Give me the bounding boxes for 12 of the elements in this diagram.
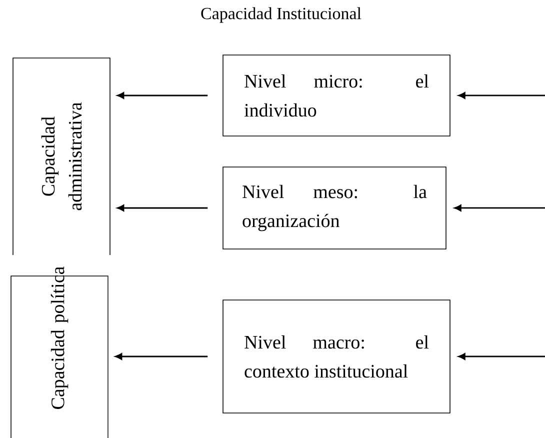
arrow — [114, 353, 208, 360]
title: Capacidad Institucional — [201, 7, 362, 23]
arrow — [116, 204, 208, 212]
capacity-box: Capacidad política — [10, 266, 108, 438]
capacity-box: Capacidad administrativa — [12, 58, 110, 256]
arrow — [454, 204, 545, 212]
arrow — [116, 92, 208, 99]
arrow — [458, 353, 545, 360]
level-box: Nivel micro: el individuo — [222, 54, 450, 136]
level-box: Nivel macro: el contexto institucional — [222, 300, 450, 414]
level-box: Nivel meso: la organización — [222, 166, 446, 250]
arrow — [458, 92, 545, 99]
